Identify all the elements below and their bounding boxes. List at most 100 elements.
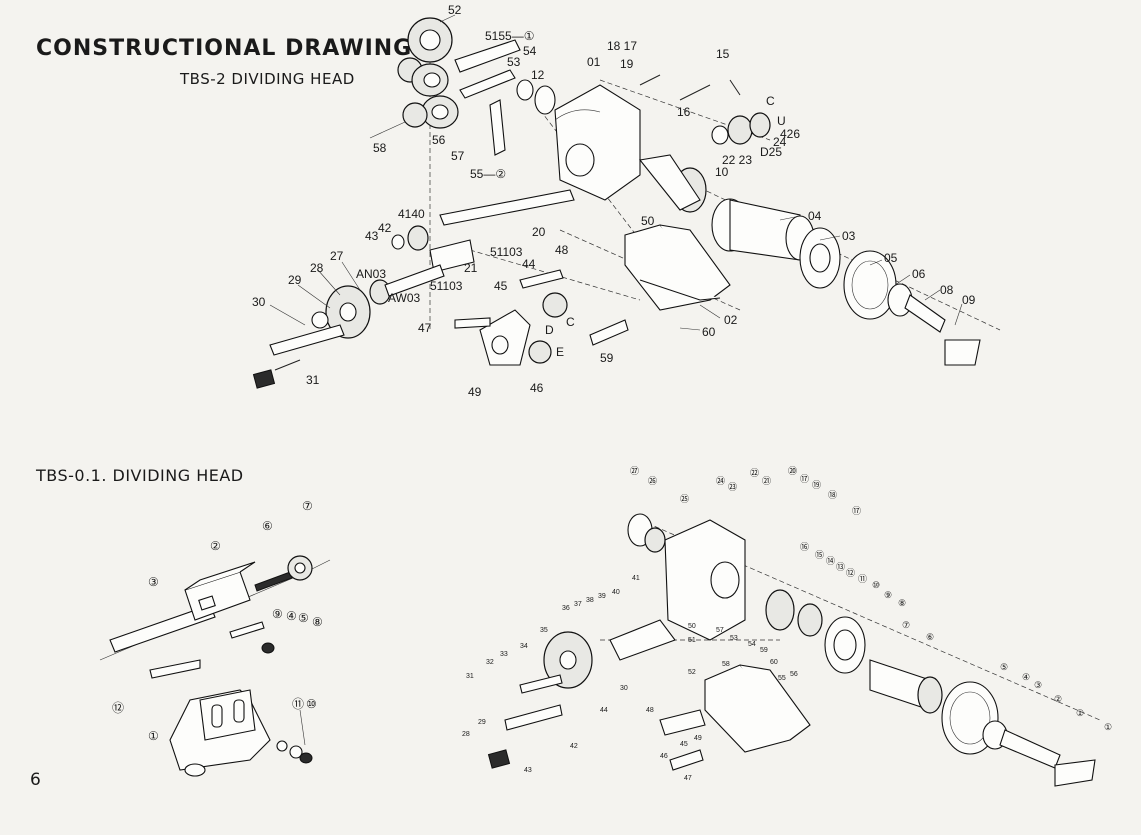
label-06: 06 <box>912 267 926 281</box>
label-9: ⑨ <box>272 607 283 621</box>
label-r39: 39 <box>598 593 606 600</box>
label-r16: ⑯ <box>800 542 809 552</box>
label-50: 50 <box>641 214 655 228</box>
label-30: 30 <box>252 295 266 309</box>
label-56: 56 <box>432 133 446 147</box>
label-r19: ⑲ <box>812 480 821 490</box>
label-r45: 45 <box>680 741 688 748</box>
label-5155: 5155—① <box>485 29 534 43</box>
label-57: 57 <box>451 149 465 163</box>
label-43: 43 <box>365 229 379 243</box>
label-r7: ⑦ <box>902 620 910 630</box>
drawing-subtitle-tbs2: TBS-2 DIVIDING HEAD <box>180 70 355 88</box>
main-housing <box>516 79 641 201</box>
tbs2-assembly: 52 5155—① 54 53 12 01 18 17 19 15 16 C U… <box>252 3 1001 399</box>
label-r52: 52 <box>688 669 696 676</box>
label-4: ④ <box>286 609 297 623</box>
label-E: E <box>556 345 564 359</box>
label-r9: ⑨ <box>884 590 892 600</box>
label-r23: ㉓ <box>728 482 737 492</box>
label-59: 59 <box>600 351 614 365</box>
label-r53: 53 <box>730 635 738 642</box>
label-r35: 35 <box>540 627 548 634</box>
label-r56: 56 <box>790 671 798 678</box>
label-09: 09 <box>962 293 976 307</box>
label-r57: 57 <box>716 627 724 634</box>
label-r32: 32 <box>486 659 494 666</box>
label-4140: 4140 <box>398 207 425 221</box>
label-52: 52 <box>448 3 462 17</box>
label-58: 58 <box>373 141 387 155</box>
label-r31: 31 <box>466 673 474 680</box>
label-r5: ⑤ <box>1000 662 1008 672</box>
label-r24: ㉔ <box>716 476 725 486</box>
tbs2-leaders <box>269 14 963 331</box>
label-r13: ⑬ <box>836 562 845 572</box>
label-r54: 54 <box>748 641 756 648</box>
label-21: 21 <box>464 261 478 275</box>
label-8: ⑧ <box>312 615 323 629</box>
label-r27: ㉗ <box>630 466 639 476</box>
tbs01-part-labels: ⑦ ⑥ ② ③ ⑨ ④ ⑤ ⑧ ⑫ ① ⑪ ⑩ <box>112 499 323 743</box>
label-U: U <box>777 114 786 128</box>
label-D25: D25 <box>760 145 782 159</box>
label-r47: 47 <box>684 775 692 782</box>
label-49: 49 <box>468 385 482 399</box>
spindle-assembly <box>673 167 981 366</box>
label-51103-b: 51103 <box>430 279 463 293</box>
label-r18: ⑱ <box>828 490 837 500</box>
label-r60: 60 <box>770 659 778 666</box>
label-r43: 43 <box>524 767 532 774</box>
label-426: 426 <box>780 127 800 141</box>
label-15: 15 <box>716 47 730 61</box>
label-r34: 34 <box>520 643 528 650</box>
label-12: 12 <box>531 68 545 82</box>
label-D: D <box>545 323 554 337</box>
label-r21: ㉑ <box>762 476 771 486</box>
label-19: 19 <box>620 57 634 71</box>
label-r2: ② <box>1054 694 1062 704</box>
label-16: 16 <box>677 105 691 119</box>
label-12: ⑫ <box>112 701 124 715</box>
label-51103-a: 51103 <box>490 245 523 259</box>
label-AW03: AW03 <box>388 291 421 305</box>
drawing-title: CONSTRUCTIONAL DRAWING <box>36 36 413 61</box>
base-bracket <box>624 224 731 311</box>
crank-arm <box>454 269 629 366</box>
label-r28: 28 <box>462 731 470 738</box>
tbs2-part-labels: 52 5155—① 54 53 12 01 18 17 19 15 16 C U… <box>252 3 976 399</box>
locking-parts <box>638 74 771 211</box>
tbs-right-part-labels: ㉗ ㉖ ㉕ ㉔ ㉓ ㉒ ㉑ ⑳ ⑰ ⑲ ⑱ ⑰ ⑯ ⑮ ⑭ ⑬ ⑫ ⑪ ⑩ ⑨ … <box>462 466 1112 782</box>
label-r58: 58 <box>722 661 730 668</box>
label-r1: ① <box>1076 708 1084 718</box>
label-46: 46 <box>530 381 544 395</box>
label-r33: 33 <box>500 651 508 658</box>
label-r4: ④ <box>1022 672 1030 682</box>
label-10: 10 <box>715 165 729 179</box>
label-r29: 29 <box>478 719 486 726</box>
label-5: ⑤ <box>298 611 309 625</box>
label-r49: 49 <box>694 735 702 742</box>
label-r50: 50 <box>688 623 696 630</box>
label-6: ⑥ <box>262 519 273 533</box>
label-r55: 55 <box>778 675 786 682</box>
label-r41: 41 <box>632 575 640 582</box>
label-r26: ㉖ <box>648 476 657 486</box>
label-7: ⑦ <box>302 499 313 513</box>
label-r20: ⑳ <box>788 466 797 476</box>
label-r17: ⑰ <box>800 474 809 484</box>
label-r3: ③ <box>1034 680 1042 690</box>
label-r10: ⑩ <box>872 580 880 590</box>
drawing-subtitle-tbs01: TBS-0.1. DIVIDING HEAD <box>36 466 244 485</box>
label-r1b: ① <box>1104 722 1112 732</box>
label-r40: 40 <box>612 589 620 596</box>
label-60: 60 <box>702 325 716 339</box>
label-r46: 46 <box>660 753 668 760</box>
label-10: ⑩ <box>306 697 317 711</box>
label-05: 05 <box>884 251 898 265</box>
label-20: 20 <box>532 225 546 239</box>
label-29: 29 <box>288 273 302 287</box>
label-45: 45 <box>494 279 508 293</box>
label-44: 44 <box>522 257 536 271</box>
